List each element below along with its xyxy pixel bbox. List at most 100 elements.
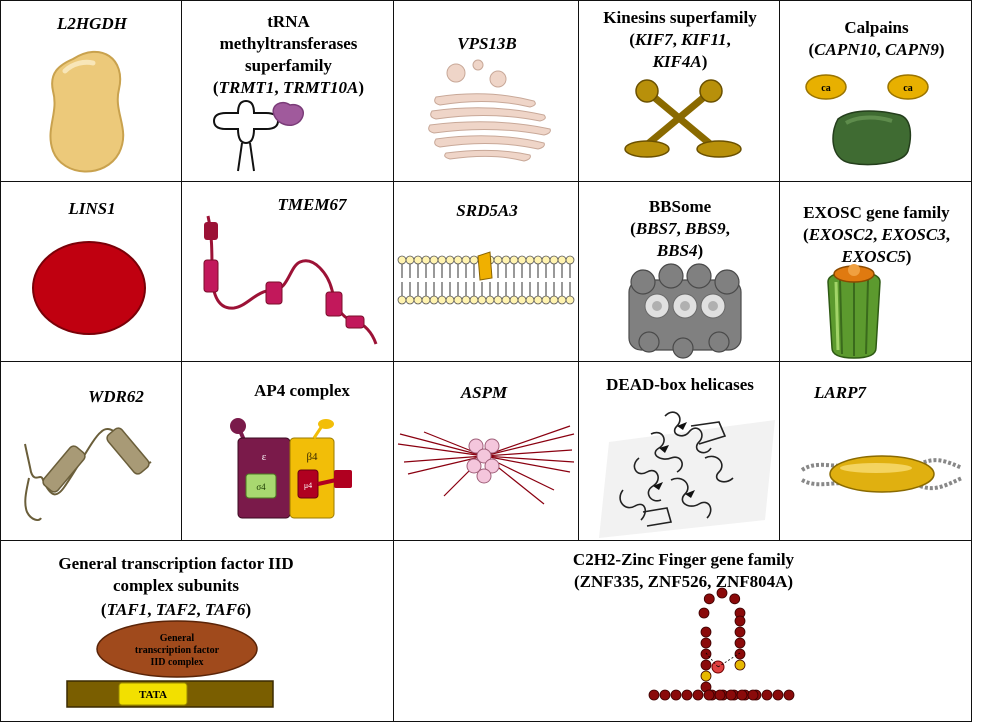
spindle-fiber (483, 449, 573, 457)
centrosome-sphere (476, 448, 492, 464)
lipid-head (421, 255, 431, 265)
centrosome-sphere (476, 468, 492, 484)
srd5a3-title: SRD5A3 (456, 201, 518, 220)
kinesin-illustration (624, 79, 742, 158)
exosc-line1: EXOSC gene family (803, 203, 950, 222)
gene-exosc3: EXOSC3 (881, 225, 946, 244)
lipid-head (445, 295, 455, 305)
separator: , (274, 78, 283, 97)
lipid-head (557, 295, 567, 305)
lipid-head (541, 255, 551, 265)
vps13b-golgi-illustration (428, 59, 551, 162)
trna-cloverleaf (212, 99, 280, 172)
gene-bbs9: BBS9 (684, 219, 726, 238)
tmem67-illustration (203, 215, 378, 345)
gene-bbs4: BBS4 (656, 241, 698, 260)
tfiid-line1: General transcription factor IID (58, 554, 294, 573)
amino-acid-bead (736, 689, 748, 701)
gene-kif11: KIF11 (681, 30, 727, 49)
paren-close: ) (938, 40, 945, 59)
separator: , (147, 600, 156, 619)
amino-acid-bead (700, 670, 712, 682)
cell-calpains: Calpains (CAPN10, CAPN9) ca ca (779, 0, 972, 182)
aspm-title: ASPM (460, 383, 508, 402)
separator: , (725, 219, 730, 238)
lipid-head (453, 295, 463, 305)
bbsome-illustration (628, 263, 742, 359)
cell-wdr62: WDR62 (0, 361, 182, 541)
centrosome-sphere (484, 458, 500, 474)
cell-tmem67: TMEM67 (181, 181, 394, 362)
lins1-illustration (32, 241, 146, 335)
wdr62-title: WDR62 (88, 387, 144, 406)
paren-close: ) (245, 600, 252, 619)
lipid-head (525, 295, 535, 305)
cell-aspm: ASPM (393, 361, 579, 541)
l2hgdh-illustration (49, 50, 125, 173)
tfiid-illustration: TATA General transcription factor IID co… (66, 620, 274, 708)
amino-acid-bead (725, 689, 737, 701)
paren-close: ) (697, 241, 704, 260)
cell-larp7: LARP7 (779, 361, 972, 541)
exosome-illustration (827, 264, 881, 359)
lipid-head (397, 295, 407, 305)
cell-srd5a3: SRD5A3 (393, 181, 579, 362)
wdr62-domain-right (106, 427, 150, 475)
kinesins-genes-2: KIF4A) (579, 51, 779, 72)
calcium-label-left: ca (821, 83, 830, 94)
separator: , (672, 30, 682, 49)
gene-exosc2: EXOSC2 (808, 225, 873, 244)
amino-acid-bead (714, 689, 726, 701)
lins1-title: LINS1 (68, 199, 116, 218)
amino-acid-bead (734, 659, 746, 671)
lipid-head (509, 295, 519, 305)
ap4-sigma-subunit (245, 473, 277, 499)
lipid-head (493, 295, 503, 305)
cell-deadbox: DEAD-box helicases (578, 361, 780, 541)
lipid-head (533, 295, 543, 305)
cell-exosc: EXOSC gene family (EXOSC2, EXOSC3, EXOSC… (779, 181, 972, 362)
centrosome-sphere (466, 458, 482, 474)
paren-close: ) (905, 247, 912, 266)
lipid-head (485, 295, 495, 305)
bbsome-line1: BBSome (648, 197, 712, 216)
separator: , (872, 225, 882, 244)
amino-acid-bead (700, 626, 712, 638)
gene-exosc5: EXOSC5 (841, 247, 906, 266)
centrosome-sphere (484, 438, 500, 454)
c2h2-line2: (ZNF335, ZNF526, ZNF804A) (573, 572, 794, 591)
paren-open: ( (803, 225, 809, 244)
amino-acid-bead (734, 648, 746, 660)
amino-acid-bead (772, 689, 784, 701)
aspm-spindle-illustration (397, 425, 575, 505)
spindle-fiber (483, 433, 575, 457)
kinesins-line1: Kinesins superfamily (603, 8, 757, 27)
lipid-head (397, 255, 407, 265)
amino-acid-bead (703, 689, 715, 701)
tata-box (118, 682, 188, 706)
calpain-body (832, 110, 912, 166)
amino-acid-bead (783, 689, 795, 701)
vps13b-title: VPS13B (457, 34, 517, 53)
cell-c2h2: C2H2-Zinc Finger gene family (ZNF335, ZN… (393, 540, 972, 722)
lipid-head (429, 255, 439, 265)
tfiid-complex (96, 620, 258, 678)
lipid-head (549, 255, 559, 265)
amino-acid-bead (700, 637, 712, 649)
lipid-head (413, 255, 423, 265)
kinesin-foot-left (624, 140, 670, 158)
lipid-head (413, 295, 423, 305)
c2h2-line1: C2H2-Zinc Finger gene family (572, 550, 795, 569)
spindle-fiber (397, 443, 485, 457)
cell-bbsome: BBSome (BBS7, BBS9, BBS4) (578, 181, 780, 362)
bbsome-genes-2: BBS4) (579, 240, 779, 261)
calcium-ion-right (887, 74, 929, 100)
lipid-head (565, 295, 575, 305)
cell-lins1: LINS1 (0, 181, 182, 362)
tmem67-title: TMEM67 (277, 195, 347, 214)
lipid-head (445, 255, 455, 265)
lipid-head (429, 295, 439, 305)
trna-genes: (TRMT1, TRMT10A) (182, 77, 393, 98)
cell-trna: tRNA methyltransferases superfamily (TRM… (181, 0, 394, 182)
srd5a3-membrane-illustration (397, 251, 575, 305)
